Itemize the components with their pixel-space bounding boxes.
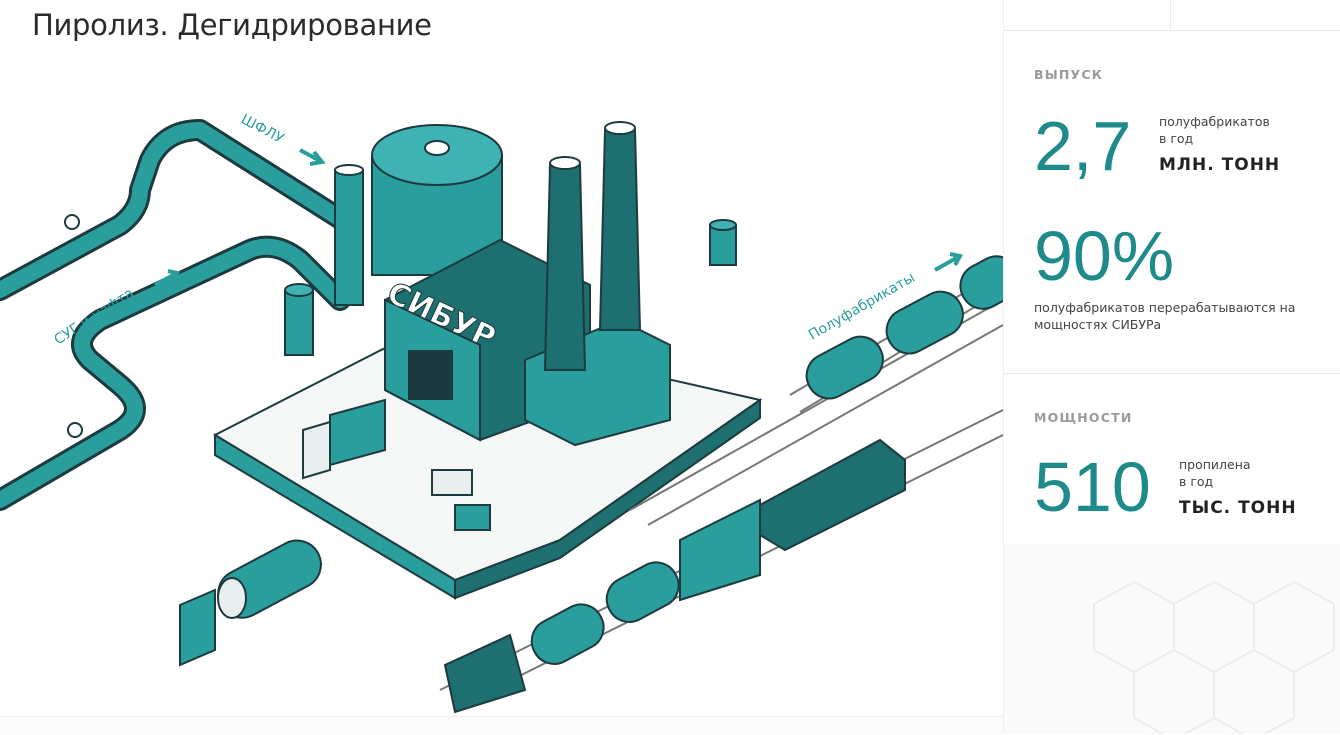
tanker-truck	[179, 539, 322, 667]
bottom-strip	[0, 716, 1003, 735]
capacity-desc-line1: пропилена	[1179, 457, 1251, 472]
output-unit: МЛН. ТОНН	[1159, 155, 1281, 175]
panel-top-cell	[1004, 0, 1171, 31]
output-desc-line2: в год	[1159, 131, 1194, 146]
page-title: Пиролиз. Дегидрирование	[32, 8, 432, 42]
chimneys	[284, 121, 737, 371]
arrow-icon	[299, 148, 326, 166]
valve-icon	[67, 422, 83, 438]
plant-illustration: ШФЛУ СУГ и нафта Полуфабрикаты СИБУР	[0, 111, 1003, 714]
pipelines	[0, 119, 361, 511]
capacity-heading: МОЩНОСТИ	[1034, 410, 1133, 425]
percent-value: 90%	[1034, 217, 1175, 295]
stats-panel: ВЫПУСК 2,7 полуфабрикатов в год МЛН. ТОН…	[1003, 0, 1340, 734]
percent-desc-line1: полуфабрикатов перерабатываются на	[1034, 300, 1296, 315]
valve-icon	[64, 214, 80, 230]
output-section: ВЫПУСК 2,7 полуфабрикатов в год МЛН. ТОН…	[1004, 31, 1340, 374]
capacity-unit: ТЫС. ТОНН	[1179, 498, 1297, 518]
valves	[64, 214, 83, 438]
train-bottom	[443, 561, 680, 714]
arrow-icon	[934, 252, 964, 272]
hex-pattern	[1093, 580, 1335, 734]
output-heading: ВЫПУСК	[1034, 67, 1104, 82]
arrow-icon	[154, 269, 181, 287]
capacity-value: 510	[1034, 448, 1151, 526]
locomotive	[679, 438, 906, 602]
truck	[302, 398, 386, 480]
factory-building: СИБУР	[381, 238, 671, 447]
forklift	[431, 469, 491, 531]
panel-top-cell	[1171, 0, 1340, 31]
output-value: 2,7	[1034, 107, 1132, 185]
capacity-desc-line2: в год	[1179, 474, 1214, 489]
capacity-section: МОЩНОСТИ 510 пропилена в год ТЫС. ТОНН	[1004, 374, 1340, 544]
output-desc-line1: полуфабрикатов	[1159, 114, 1270, 129]
percent-desc-line2: мощностях СИБУРа	[1034, 317, 1162, 332]
label-shflu: ШФЛУ	[238, 111, 287, 147]
train-top	[805, 255, 1003, 400]
